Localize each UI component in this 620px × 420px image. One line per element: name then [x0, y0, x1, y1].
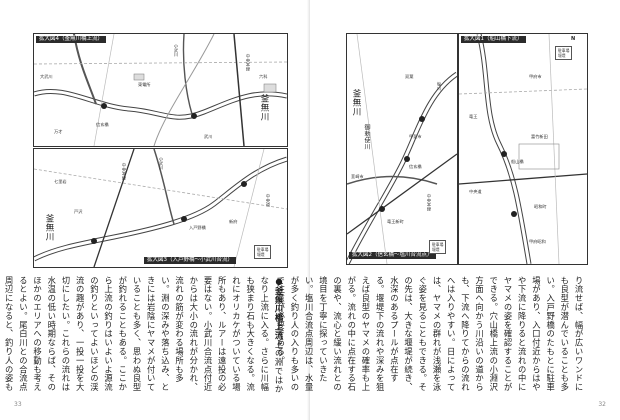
legend-item: 駐車場 — [558, 48, 570, 53]
paragraph: 上の淵ではかなり上流に入る。さらに川幅も狭まり石も大きくなる。流れにオリカケがつ… — [4, 276, 284, 394]
place-label: 六科 — [259, 74, 268, 79]
legend-item: 駐車場 — [432, 242, 444, 247]
place-label: 船山橋 — [511, 159, 524, 164]
place-label: 富竹新田 — [531, 134, 548, 139]
place-label: 双葉 — [405, 74, 414, 79]
north-arrow: N — [571, 36, 576, 42]
place-label: 武川 — [204, 134, 213, 139]
paragraph: り流せば、幅が広いワンドにも良型が潜んでいることも多い。入戸野橋のたもとに駐車場… — [275, 276, 584, 392]
map-bottom-right: 拡大図2（信玄橋〜塩川合流点） 釜無川 御勅使川 信玄橋 塩川 双葉 竜王新町 … — [346, 33, 458, 265]
map-legend: 駐車場 堰堤 — [429, 240, 447, 254]
map-title: 拡大図3（入戸野橋〜小武川合流） — [144, 257, 237, 264]
place-label: 竜王 — [469, 114, 478, 119]
place-label: 甲斐市 — [409, 134, 422, 139]
place-label: 七里岩 — [54, 179, 67, 184]
map-drawing — [459, 34, 587, 264]
place-label: 韮崎市 — [351, 174, 364, 179]
legend-item: 駐車場 — [257, 247, 269, 252]
place-label: 小武川 — [159, 157, 164, 170]
legend-item: 堰堤 — [432, 247, 440, 252]
place-label: 中央本線 — [122, 163, 127, 180]
place-label: 中央本線 — [246, 54, 251, 71]
section-heading: ●釜無川橋上流 — [274, 276, 284, 340]
river-label: 釜無川 — [44, 214, 54, 241]
place-label: 小武川 — [174, 44, 179, 57]
place-label: 竜王新町 — [387, 219, 404, 224]
river-label: 御勅使川 — [363, 124, 370, 150]
place-label: 甲府昭和 — [529, 239, 546, 244]
map-legend: 駐車場 堰堤 — [254, 245, 272, 259]
map-drawing — [347, 34, 457, 264]
river-label: 釜無川 — [259, 94, 269, 121]
map-bottom-left: 拡大図3（入戸野橋〜小武川合流） 入戸野橋 小武川 戸沢 中央本線 七里岩 新府… — [33, 148, 288, 268]
body-text: り流せば、幅が広いワンドにも良型が潜んでいることも多い。入戸野橋のたもとに駐車場… — [276, 276, 586, 394]
left-page: 拡大図4（釜無川橋上流） 大武川 小武川 信玄橋 東電所 中央本線 武川 六科 … — [4, 33, 288, 408]
place-label: 東電所 — [138, 82, 151, 87]
place-label: 甲府市 — [529, 74, 542, 79]
page-number: 33 — [14, 401, 22, 408]
place-label: 万才 — [54, 129, 63, 134]
page-number: 32 — [598, 401, 606, 408]
place-label: 信玄橋 — [409, 164, 422, 169]
map-top-right: 拡大図1（船山橋下流） N 駐車場 堰堤 甲府市 船山橋 竜王 富竹新田 昭和町… — [458, 33, 588, 265]
place-label: 昭和町 — [534, 204, 547, 209]
map-drawing — [34, 149, 287, 267]
place-label: 中央本線 — [427, 194, 432, 211]
right-page: 拡大図1（船山橋下流） N 駐車場 堰堤 甲府市 船山橋 竜王 富竹新田 昭和町… — [276, 0, 620, 420]
place-label: 戸沢 — [74, 209, 83, 214]
body-text: ●釜無川橋上流上の淵ではかなり上流に入る。さらに川幅も狭まり石も大きくなる。流れ… — [4, 276, 286, 394]
map-title: 拡大図1（船山橋下流） — [461, 36, 526, 43]
place-label: 信玄橋 — [96, 122, 109, 127]
legend-item: 堰堤 — [558, 53, 566, 58]
place-label: 大武川 — [40, 74, 53, 79]
map-title: 拡大図4（釜無川橋上流） — [36, 36, 107, 43]
place-label: 新府 — [229, 219, 238, 224]
map-drawing — [34, 34, 287, 146]
map-title: 拡大図2（信玄橋〜塩川合流点） — [349, 252, 436, 259]
place-label: 中央道 — [469, 189, 482, 194]
legend-item: 堰堤 — [257, 252, 265, 257]
place-label: 塩川 — [437, 82, 442, 91]
place-label: 中央道 — [266, 194, 271, 207]
river-label: 釜無川 — [351, 89, 361, 116]
map-top-left: 拡大図4（釜無川橋上流） 大武川 小武川 信玄橋 東電所 中央本線 武川 六科 … — [33, 33, 288, 147]
map-legend: 駐車場 堰堤 — [555, 46, 573, 60]
place-label: 入戸野橋 — [189, 225, 206, 230]
